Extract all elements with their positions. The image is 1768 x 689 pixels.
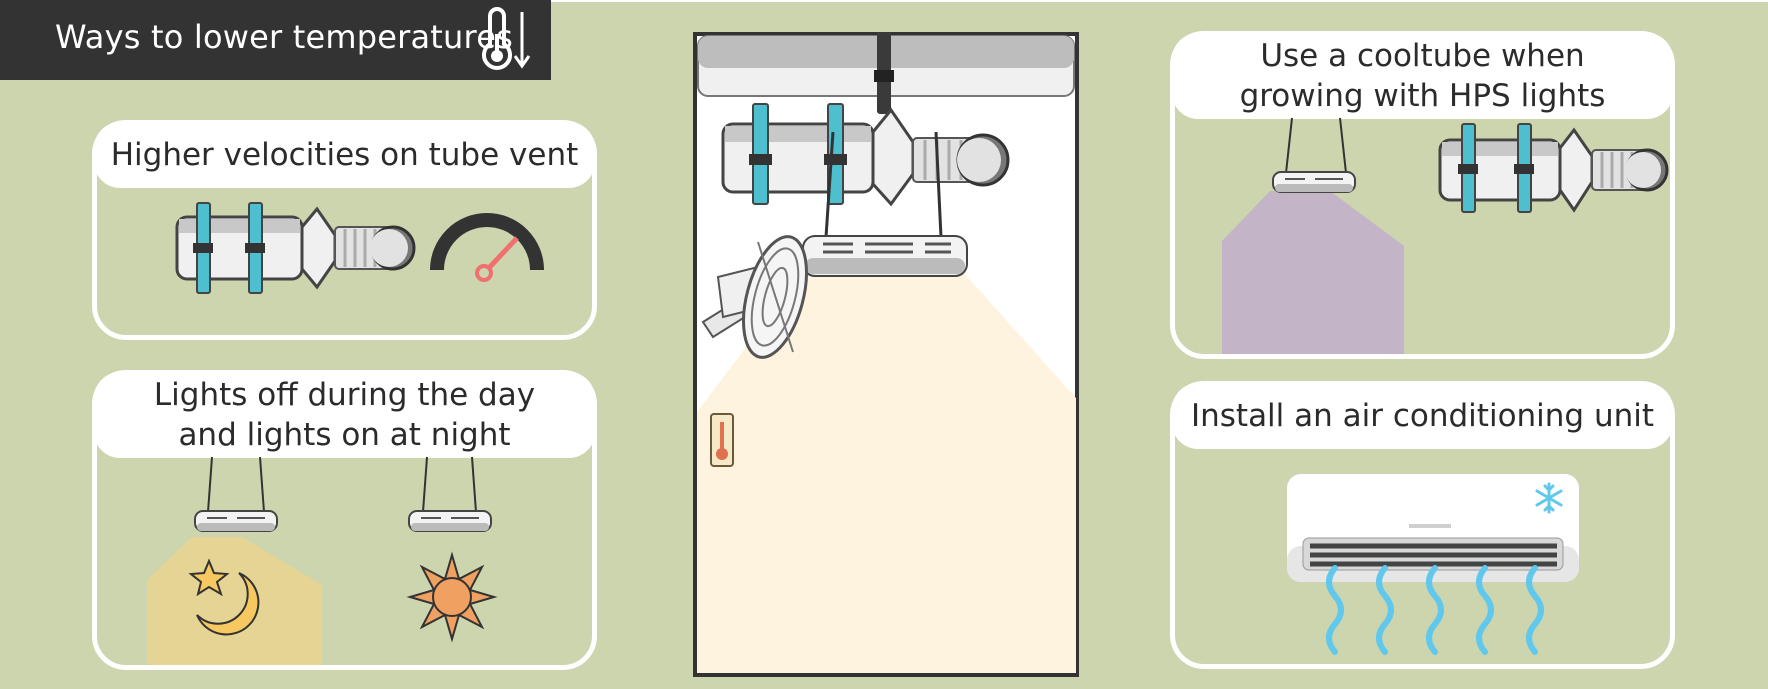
grow-light-icon: [1272, 117, 1356, 193]
card-title: Lights off during the day and lights on …: [94, 372, 595, 458]
air-conditioner-icon: [1287, 474, 1579, 582]
inline-fan-icon: [175, 202, 416, 294]
speed-gauge-icon: [430, 213, 544, 282]
card-title: Higher velocities on tube vent: [94, 122, 595, 188]
card-lights-schedule: Lights off during the day and lights on …: [92, 370, 597, 670]
card-title: Install an air conditioning unit: [1172, 383, 1673, 449]
clip-fan-icon: [701, 235, 808, 359]
header-banner: Ways to lower temperatures: [0, 0, 551, 80]
grow-light-icon: [194, 456, 278, 532]
moon-star-icon: [188, 558, 260, 636]
card-tube-vent: Higher velocities on tube vent: [92, 120, 597, 340]
grow-tent-diagram: [693, 32, 1079, 677]
thermometer-icon: [710, 413, 734, 467]
inline-fan-icon: [1438, 123, 1669, 213]
grow-light-icon: [408, 456, 492, 532]
page-title: Ways to lower temperatures: [55, 18, 513, 56]
thermometer-down-icon: [482, 7, 531, 70]
sun-icon: [406, 551, 498, 643]
top-border: [0, 0, 1768, 2]
card-air-conditioner: Install an air conditioning unit: [1170, 381, 1675, 669]
card-cooltube: Use a cooltube when growing with HPS lig…: [1170, 31, 1675, 359]
card-title: Use a cooltube when growing with HPS lig…: [1172, 33, 1673, 119]
grow-light-icon: [802, 131, 968, 277]
cold-airflow: [1326, 565, 1544, 655]
inline-fan-icon: [721, 103, 1010, 207]
snowflake-icon: [1535, 482, 1563, 514]
